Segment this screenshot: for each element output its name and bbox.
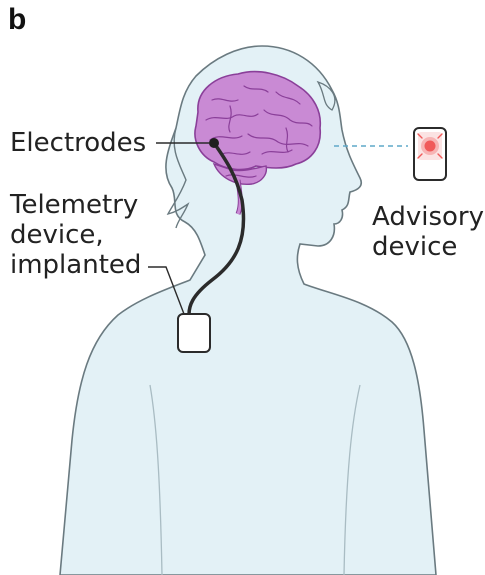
advisory-device-label: Advisory device (372, 202, 484, 262)
telemetry-device-icon (178, 314, 210, 352)
telemetry-label-line3: implanted (10, 250, 141, 280)
advisory-device-icon (414, 128, 446, 180)
telemetry-label-line1: Telemetry (10, 190, 141, 220)
telemetry-label-line2: device, (10, 220, 141, 250)
advisory-label-line1: Advisory (372, 202, 484, 232)
advisory-label-line2: device (372, 232, 484, 262)
panel-label: b (8, 2, 26, 38)
telemetry-device-label: Telemetry device, implanted (10, 190, 141, 280)
electrodes-label: Electrodes (10, 128, 146, 158)
electrode-tip (209, 138, 219, 148)
